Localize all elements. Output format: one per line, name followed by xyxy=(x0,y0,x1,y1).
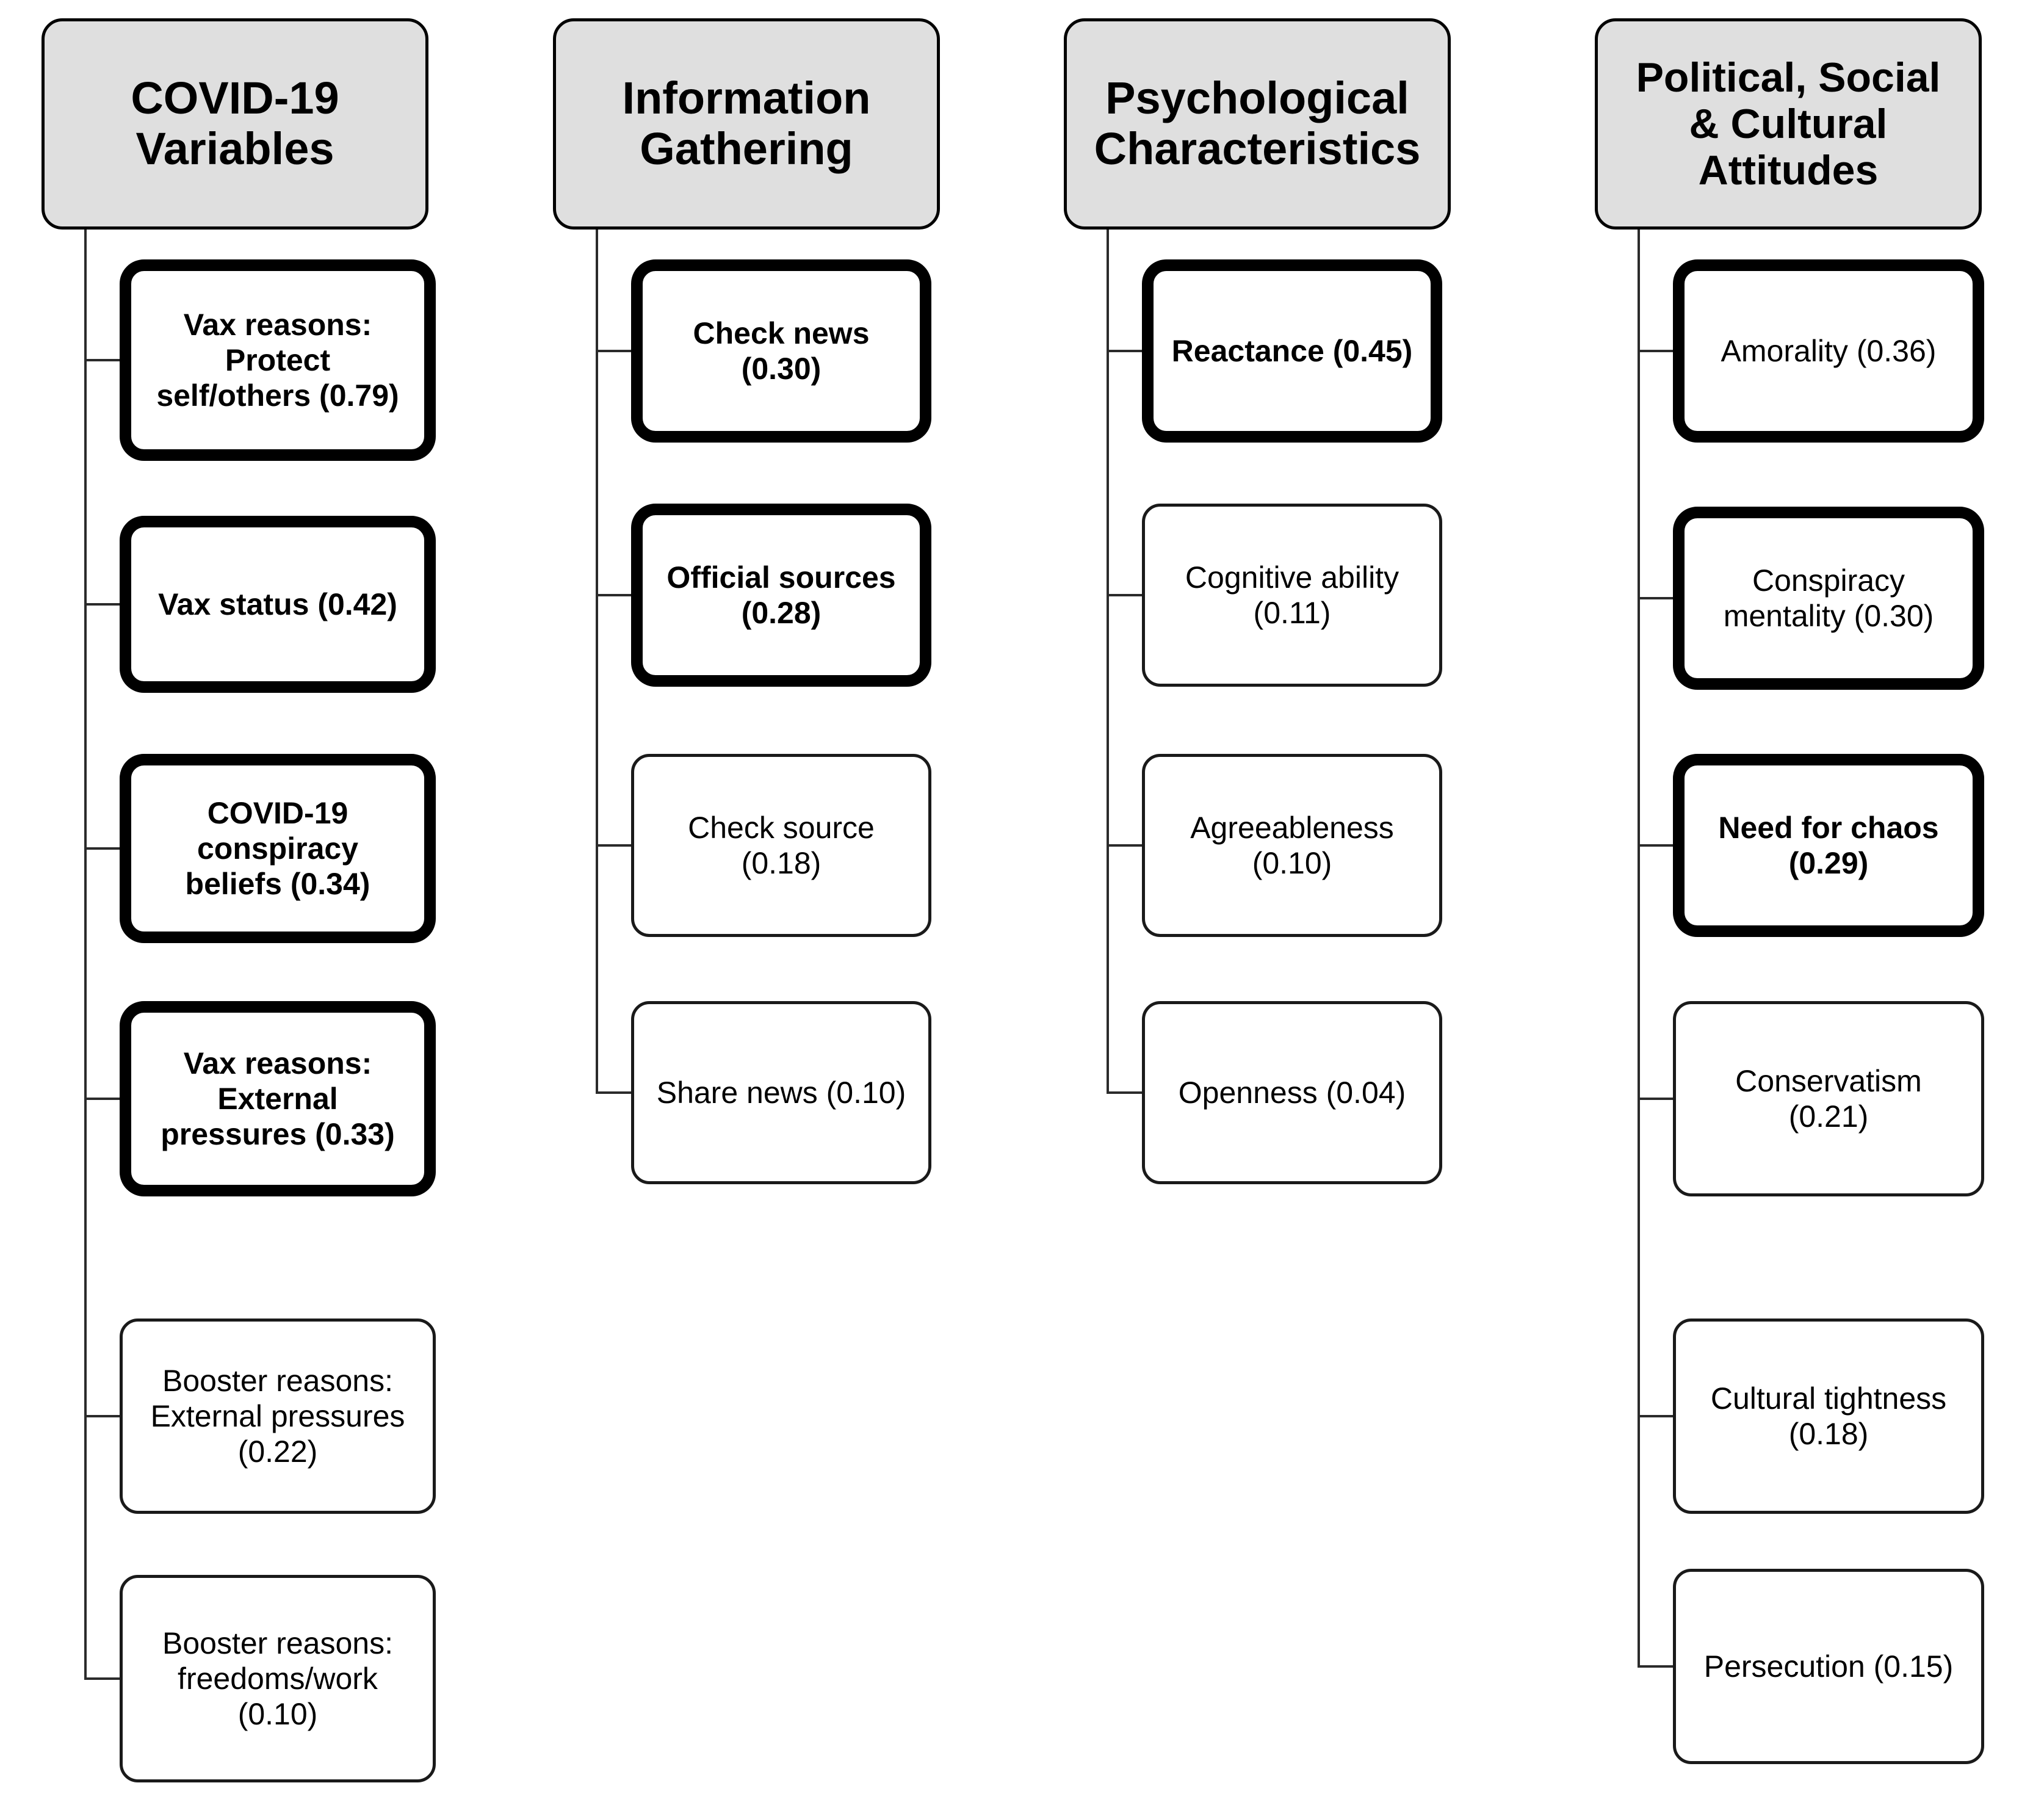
variable-node-label: Vax status (0.42) xyxy=(158,587,397,621)
tree-branch-stub xyxy=(596,1091,631,1094)
variable-node-box[interactable]: Check source(0.18) xyxy=(631,754,931,937)
variable-node-box[interactable]: Openness (0.04) xyxy=(1142,1001,1442,1184)
variable-node-box[interactable]: Vax status (0.42) xyxy=(120,516,436,693)
tree-branch-stub xyxy=(1638,844,1673,847)
variable-node-label: Reactance (0.45) xyxy=(1171,334,1413,368)
tree-trunk-line xyxy=(1107,230,1109,1093)
tree-branch-stub xyxy=(84,603,120,606)
tree-branch-stub xyxy=(1638,597,1673,599)
variable-node-label: Cognitive ability(0.11) xyxy=(1185,560,1399,630)
tree-branch-stub xyxy=(1107,844,1142,847)
tree-branch-stub xyxy=(1638,350,1673,352)
variable-node-box[interactable]: Cognitive ability(0.11) xyxy=(1142,504,1442,687)
variable-node-box[interactable]: Cultural tightness(0.18) xyxy=(1673,1319,1984,1514)
variable-node-label: Openness (0.04) xyxy=(1178,1076,1406,1110)
variable-node-box[interactable]: Agreeableness(0.10) xyxy=(1142,754,1442,937)
variable-node-box[interactable]: Reactance (0.45) xyxy=(1142,259,1442,443)
variable-node-box[interactable]: Booster reasons:freedoms/work(0.10) xyxy=(120,1575,436,1782)
variable-node-box[interactable]: Amorality (0.36) xyxy=(1673,259,1984,443)
variable-node-box[interactable]: Conservatism(0.21) xyxy=(1673,1001,1984,1196)
variable-node-box[interactable]: Need for chaos(0.29) xyxy=(1673,754,1984,937)
variable-node-box[interactable]: Share news (0.10) xyxy=(631,1001,931,1184)
variable-node-box[interactable]: Booster reasons:External pressures(0.22) xyxy=(120,1319,436,1514)
tree-branch-stub xyxy=(1107,594,1142,596)
variable-node-box[interactable]: Persecution (0.15) xyxy=(1673,1569,1984,1764)
tree-branch-stub xyxy=(84,1677,120,1680)
variable-node-label: Amorality (0.36) xyxy=(1721,334,1937,368)
tree-branch-stub xyxy=(84,359,120,361)
tree-branch-stub xyxy=(1638,1098,1673,1100)
tree-trunk-line xyxy=(84,230,87,1679)
tree-branch-stub xyxy=(1107,350,1142,352)
tree-trunk-line xyxy=(1638,230,1640,1666)
tree-branch-stub xyxy=(596,350,631,352)
variable-node-label: Need for chaos(0.29) xyxy=(1718,811,1939,880)
variable-node-label: Share news (0.10) xyxy=(656,1076,906,1110)
tree-branch-stub xyxy=(84,1098,120,1100)
variable-node-label: Booster reasons:freedoms/work(0.10) xyxy=(162,1626,393,1731)
variable-node-label: Cultural tightness(0.18) xyxy=(1710,1381,1947,1451)
variable-node-label: Persecution (0.15) xyxy=(1703,1649,1954,1684)
variable-node-label: Official sources(0.28) xyxy=(666,560,896,630)
tree-trunk-line xyxy=(596,230,598,1093)
variable-node-label: Check source(0.18) xyxy=(688,811,875,880)
variable-node-label: Conservatism(0.21) xyxy=(1735,1064,1922,1134)
tree-branch-stub xyxy=(1638,1415,1673,1417)
variable-node-label: Booster reasons:External pressures(0.22) xyxy=(150,1364,405,1469)
tree-branch-stub xyxy=(1107,1091,1142,1094)
variable-node-box[interactable]: Check news (0.30) xyxy=(631,259,931,443)
tree-branch-stub xyxy=(84,1415,120,1417)
tree-branch-stub xyxy=(84,847,120,850)
variable-node-box[interactable]: Official sources(0.28) xyxy=(631,504,931,687)
tree-branch-stub xyxy=(596,844,631,847)
variable-node-label: Check news (0.30) xyxy=(693,316,870,386)
tree-branch-stub xyxy=(596,594,631,596)
variable-node-label: Agreeableness(0.10) xyxy=(1190,811,1394,880)
tree-branch-stub xyxy=(1638,1665,1673,1668)
